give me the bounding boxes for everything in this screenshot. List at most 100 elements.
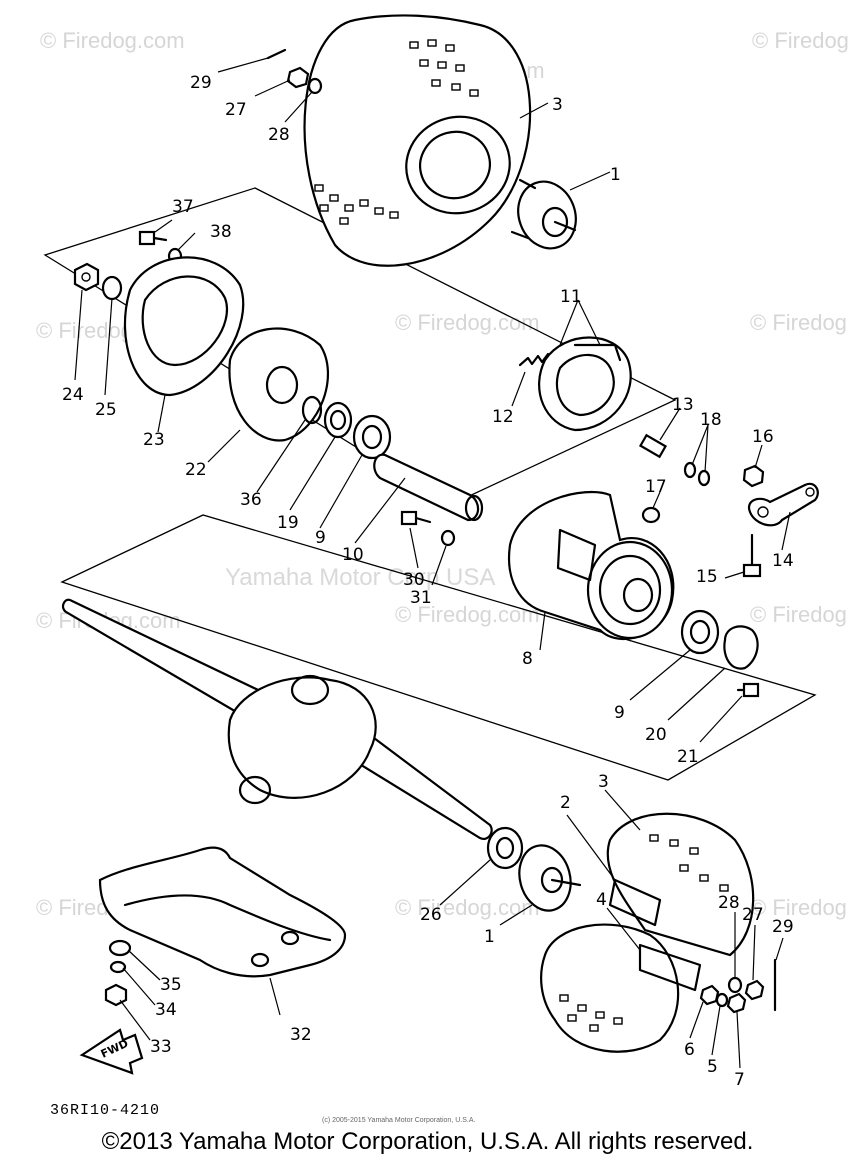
- watermark: Yamaha Motor Corp USA: [225, 564, 495, 591]
- callout-17: 17: [645, 477, 667, 497]
- bearing-9-top: [352, 414, 392, 460]
- callout-25: 25: [95, 400, 117, 420]
- watermark: © Firedog: [750, 895, 847, 920]
- callout-14: 14: [772, 551, 794, 571]
- nut-24: [73, 262, 100, 292]
- callout-24: 24: [62, 385, 84, 405]
- callout-2: 2: [560, 793, 571, 813]
- callout-21: 21: [677, 747, 699, 767]
- callout-37: 37: [172, 197, 194, 217]
- watermark: © Firedog: [750, 602, 847, 627]
- forward-arrow-icon: FWD: [79, 1028, 144, 1075]
- callout-28b: 28: [718, 893, 740, 913]
- washer-34: [109, 960, 127, 974]
- washer-5: [715, 992, 729, 1008]
- watermark: © Firedog.com: [395, 602, 540, 627]
- callout-32: 32: [290, 1025, 312, 1045]
- watermark: © Firedog.com: [40, 28, 185, 53]
- nut-27-top: [286, 66, 310, 89]
- callout-6: 6: [684, 1040, 695, 1060]
- seal-26: [486, 826, 524, 870]
- callout-23: 23: [143, 430, 165, 450]
- callout-13: 13: [672, 395, 694, 415]
- cotter-pin-29-top: [266, 48, 287, 60]
- callout-29: 29: [190, 73, 212, 93]
- tire-top: [303, 14, 532, 267]
- wheel-hub-top: [510, 178, 577, 250]
- callout-4: 4: [596, 890, 607, 910]
- diagram-code: 36RI10-4210: [50, 1102, 160, 1119]
- callout-3b: 3: [598, 772, 609, 792]
- gasket-20: [723, 625, 759, 670]
- callout-9b: 9: [614, 703, 625, 723]
- brake-shoes-11: [538, 336, 632, 432]
- callout-labels: 29 27 28 3 1 37 38 24 25 23 22 36 19 9 1…: [62, 73, 794, 1090]
- small-copyright: (c) 2005-2015 Yamaha Motor Corporation, …: [322, 1117, 475, 1124]
- callout-5: 5: [707, 1057, 718, 1077]
- callout-18: 18: [700, 410, 722, 430]
- callout-19: 19: [277, 513, 299, 533]
- callout-36: 36: [240, 490, 262, 510]
- wheel-hub-bottom: [518, 844, 582, 912]
- callout-1b: 1: [484, 927, 495, 947]
- callout-12: 12: [492, 407, 514, 427]
- bolt-21: [736, 682, 760, 698]
- callout-26: 26: [420, 905, 442, 925]
- callout-10: 10: [342, 545, 364, 565]
- callout-9: 9: [315, 528, 326, 548]
- callout-3: 3: [552, 95, 563, 115]
- watermark: © Firedog.com: [395, 310, 540, 335]
- nut-7: [726, 992, 747, 1014]
- brake-cam-13: [638, 433, 668, 459]
- spacer-tube-10: [373, 453, 484, 522]
- brake-housing-8: [507, 491, 675, 640]
- callout-33: 33: [150, 1037, 172, 1057]
- washer-31: [440, 529, 456, 547]
- axle-group-outline: [60, 514, 817, 781]
- clip-18: [683, 461, 711, 487]
- callout-8: 8: [522, 649, 533, 669]
- watermark: © Firedog: [750, 310, 847, 335]
- bolt-33: [104, 983, 128, 1007]
- callout-31: 31: [410, 588, 432, 608]
- leader-lines: [74, 57, 791, 1069]
- callout-7: 7: [734, 1070, 745, 1090]
- tire-bottom: [540, 812, 755, 1053]
- callout-30: 30: [403, 570, 425, 590]
- bolt-30: [400, 510, 432, 526]
- callout-11: 11: [560, 287, 582, 307]
- bolt-37: [138, 230, 168, 246]
- callout-34: 34: [155, 1000, 177, 1020]
- nut-6: [699, 984, 720, 1006]
- callout-27b: 27: [742, 905, 764, 925]
- nut-27-bottom: [744, 979, 765, 1001]
- oil-seal-19: [323, 401, 353, 439]
- washer-28-bottom: [727, 976, 743, 994]
- spring-12: [518, 352, 550, 367]
- callout-15: 15: [696, 567, 718, 587]
- brake-cover-23: [123, 256, 245, 397]
- callout-1: 1: [610, 165, 621, 185]
- washer-28-top: [307, 77, 323, 95]
- callout-27: 27: [225, 100, 247, 120]
- footer-copyright: ©2013 Yamaha Motor Corporation, U.S.A. A…: [101, 1128, 754, 1155]
- rear-axle: [61, 598, 493, 840]
- callout-28: 28: [268, 125, 290, 145]
- callout-22: 22: [185, 460, 207, 480]
- callout-38: 38: [210, 222, 232, 242]
- plug-17: [641, 506, 661, 524]
- brake-lever-14: [747, 482, 819, 527]
- callout-20: 20: [645, 725, 667, 745]
- callout-29b: 29: [772, 917, 794, 937]
- callout-16: 16: [752, 427, 774, 447]
- lockwasher-25: [101, 275, 123, 301]
- nut-16: [742, 464, 765, 488]
- washer-35: [108, 939, 132, 957]
- o-ring-36: [301, 395, 323, 425]
- callout-35: 35: [160, 975, 182, 995]
- skid-plate-32: [98, 846, 347, 978]
- watermark: © Firedog.com: [395, 895, 540, 920]
- bolt-15: [742, 533, 762, 578]
